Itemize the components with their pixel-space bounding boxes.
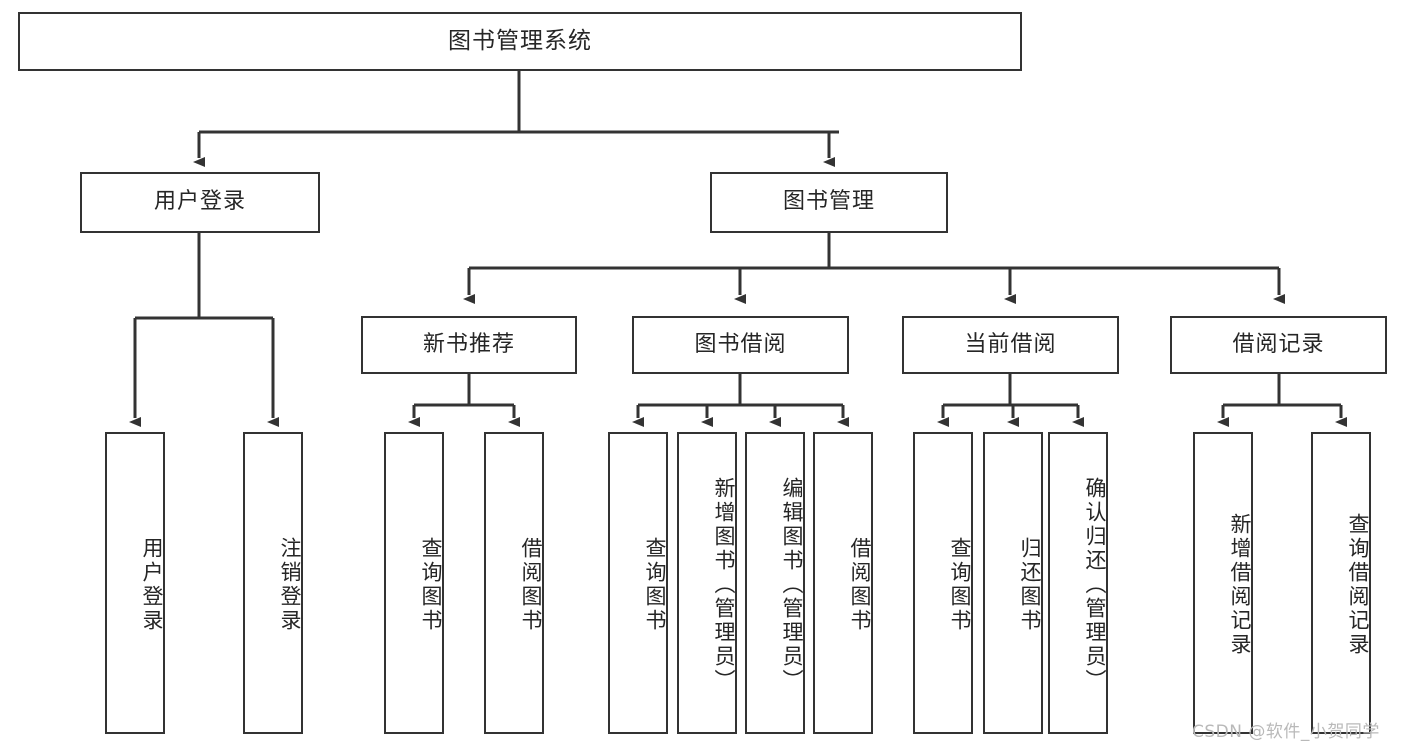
leaf-current-borrow-return[interactable]: 归还图书: [983, 432, 1043, 734]
node-label: 图书借阅: [694, 331, 787, 357]
leaf-borrow-record-query[interactable]: 查询借阅记录: [1311, 432, 1371, 734]
node-book-management[interactable]: 图书管理: [710, 172, 948, 233]
leaf-book-borrow-edit[interactable]: 编辑图书（管理员）: [745, 432, 805, 734]
node-new-book-recommendation[interactable]: 新书推荐: [361, 316, 577, 374]
leaf-user-login-logout[interactable]: 注销登录: [243, 432, 303, 734]
node-user-login[interactable]: 用户登录: [80, 172, 320, 233]
node-label: 当前借阅: [964, 331, 1057, 357]
leaf-borrow-record-add[interactable]: 新增借阅记录: [1193, 432, 1253, 734]
node-label: 用户登录: [153, 189, 246, 215]
leaf-current-borrow-query[interactable]: 查询图书: [913, 432, 973, 734]
leaf-current-borrow-confirm-return[interactable]: 确认归还（管理员）: [1048, 432, 1108, 734]
node-label: 新书推荐: [422, 331, 515, 357]
node-label: 查询图书: [948, 537, 972, 633]
node-label: 用户登录: [140, 537, 164, 633]
node-label: 图书管理系统: [448, 27, 592, 54]
node-label: 归还图书: [1018, 537, 1042, 633]
node-label: 查询图书: [419, 537, 443, 633]
watermark-csdn: CSDN @软件_小贺同学: [1192, 722, 1380, 742]
node-label: 确认归还（管理员）: [1083, 477, 1107, 693]
leaf-new-book-query[interactable]: 查询图书: [384, 432, 444, 734]
leaf-user-login-login[interactable]: 用户登录: [105, 432, 165, 734]
node-label: 借阅记录: [1232, 331, 1325, 357]
node-label: 查询借阅记录: [1346, 513, 1370, 657]
node-current-borrowing[interactable]: 当前借阅: [902, 316, 1119, 374]
node-label: 借阅图书: [848, 537, 872, 633]
leaf-book-borrow-borrow[interactable]: 借阅图书: [813, 432, 873, 734]
node-root-book-management-system[interactable]: 图书管理系统: [18, 12, 1022, 71]
node-label: 查询图书: [643, 537, 667, 633]
node-label: 编辑图书（管理员）: [780, 477, 804, 693]
node-label: 新增借阅记录: [1228, 513, 1252, 657]
node-label: 注销登录: [278, 537, 302, 633]
node-label: 图书管理: [782, 189, 875, 215]
node-borrowing-record[interactable]: 借阅记录: [1170, 316, 1387, 374]
leaf-book-borrow-add[interactable]: 新增图书（管理员）: [677, 432, 737, 734]
leaf-book-borrow-query[interactable]: 查询图书: [608, 432, 668, 734]
node-label: 借阅图书: [519, 537, 543, 633]
node-book-borrowing[interactable]: 图书借阅: [632, 316, 849, 374]
node-label: 新增图书（管理员）: [712, 477, 736, 693]
leaf-new-book-borrow[interactable]: 借阅图书: [484, 432, 544, 734]
